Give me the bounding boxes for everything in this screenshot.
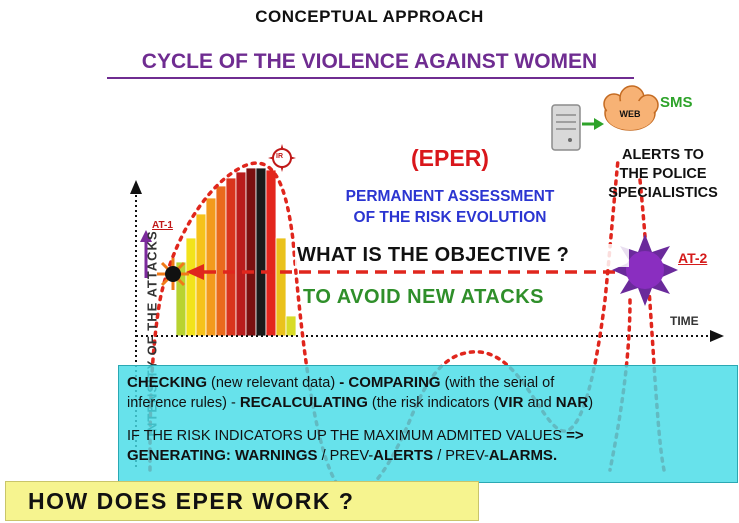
- alerts-line-3: SPECIALISTICS: [608, 185, 718, 201]
- intensity-bar: [245, 167, 257, 337]
- rule-text: IF THE RISK INDICATORS UP THE MAXIMUM AD…: [127, 428, 567, 444]
- close-paren: ): [588, 395, 594, 411]
- dash-separator: -: [339, 374, 349, 391]
- alarms-output: ALARMS.: [488, 447, 558, 464]
- process-line-1: CHECKING (new relevant data) - COMPARING…: [127, 373, 731, 393]
- server-to-web-arrowhead: [594, 118, 604, 130]
- checking-step: CHECKING: [127, 374, 208, 391]
- recalculating-detail: (the risk indicators (: [367, 395, 499, 411]
- intensity-bar: [285, 315, 297, 337]
- ir-marker-label: IR: [276, 153, 283, 160]
- implication-arrow: =>: [566, 427, 584, 444]
- comparing-step: COMPARING: [348, 374, 441, 391]
- web-label: WEB: [619, 109, 641, 119]
- intensity-bar: [265, 169, 277, 337]
- assessment-line-1: PERMANENT ASSESSMENT: [345, 188, 555, 205]
- intensity-bar: [255, 167, 267, 337]
- time-axis-label: TIME: [670, 314, 699, 328]
- x-axis-arrowhead: [710, 330, 724, 342]
- intensity-bar: [215, 185, 227, 337]
- vir-indicator: VIR: [498, 394, 524, 411]
- recalculating-step: RECALCULATING: [239, 394, 368, 411]
- process-line-3: IF THE RISK INDICATORS UP THE MAXIMUM AD…: [127, 426, 731, 446]
- server-icon: [551, 104, 581, 151]
- intensity-bar: [235, 171, 247, 337]
- intensity-bar: [275, 237, 287, 337]
- intensity-bar: [205, 197, 217, 337]
- process-line-4: GENERATING: WARNINGS / PREV-ALERTS / PRE…: [127, 446, 731, 466]
- alerts-label: ALERTS TO THE POLICE SPECIALISTICS: [588, 146, 738, 203]
- y-axis-arrowhead: [130, 180, 142, 194]
- at1-attack-icon: [157, 258, 189, 290]
- separator-1: / PREV-: [317, 448, 374, 464]
- at2-label: AT-2: [678, 250, 708, 266]
- alerts-output: ALERTS: [373, 447, 434, 464]
- eper-process-box: CHECKING (new relevant data) - COMPARING…: [118, 365, 738, 483]
- checking-detail: (new relevant data): [207, 375, 340, 391]
- generating-warnings: GENERATING: WARNINGS: [127, 447, 318, 464]
- sms-label: SMS: [660, 94, 693, 111]
- ir-marker-icon: [268, 144, 296, 172]
- at1-up-arrowhead: [140, 230, 152, 242]
- alerts-line-2: THE POLICE: [619, 166, 707, 182]
- attack-intensity-bars: [175, 167, 297, 337]
- page-title: CONCEPTUAL APPROACH: [255, 7, 484, 26]
- objective-answer: TO AVOID NEW ATACKS: [303, 286, 544, 308]
- assessment-line-2: OF THE RISK EVOLUTION: [353, 209, 547, 226]
- objective-question: WHAT IS THE OBJECTIVE ?: [295, 244, 629, 267]
- eper-label: (EPER): [411, 145, 489, 171]
- alerts-line-1: ALERTS TO: [622, 147, 704, 163]
- how-does-eper-work-box: HOW DOES EPER WORK ?: [5, 481, 479, 521]
- process-line-2: inference rules) - RECALCULATING (the ri…: [127, 393, 731, 413]
- separator-2: / PREV-: [433, 448, 489, 464]
- intensity-bar: [225, 177, 237, 337]
- comparing-detail: (with the serial of: [440, 375, 555, 391]
- inference-rules-text: inference rules) -: [127, 395, 240, 411]
- intensity-bar: [185, 237, 197, 337]
- at1-label: AT-1: [152, 220, 173, 231]
- and-text: and: [523, 395, 556, 411]
- nar-indicator: NAR: [555, 394, 589, 411]
- assessment-label: PERMANENT ASSESSMENT OF THE RISK EVOLUTI…: [285, 186, 615, 228]
- subtitle-underline: [107, 77, 634, 79]
- web-cloud-icon: [603, 85, 659, 131]
- objective-arrowhead: [186, 264, 204, 280]
- page-subtitle: CYCLE OF THE VIOLENCE AGAINST WOMEN: [141, 50, 598, 73]
